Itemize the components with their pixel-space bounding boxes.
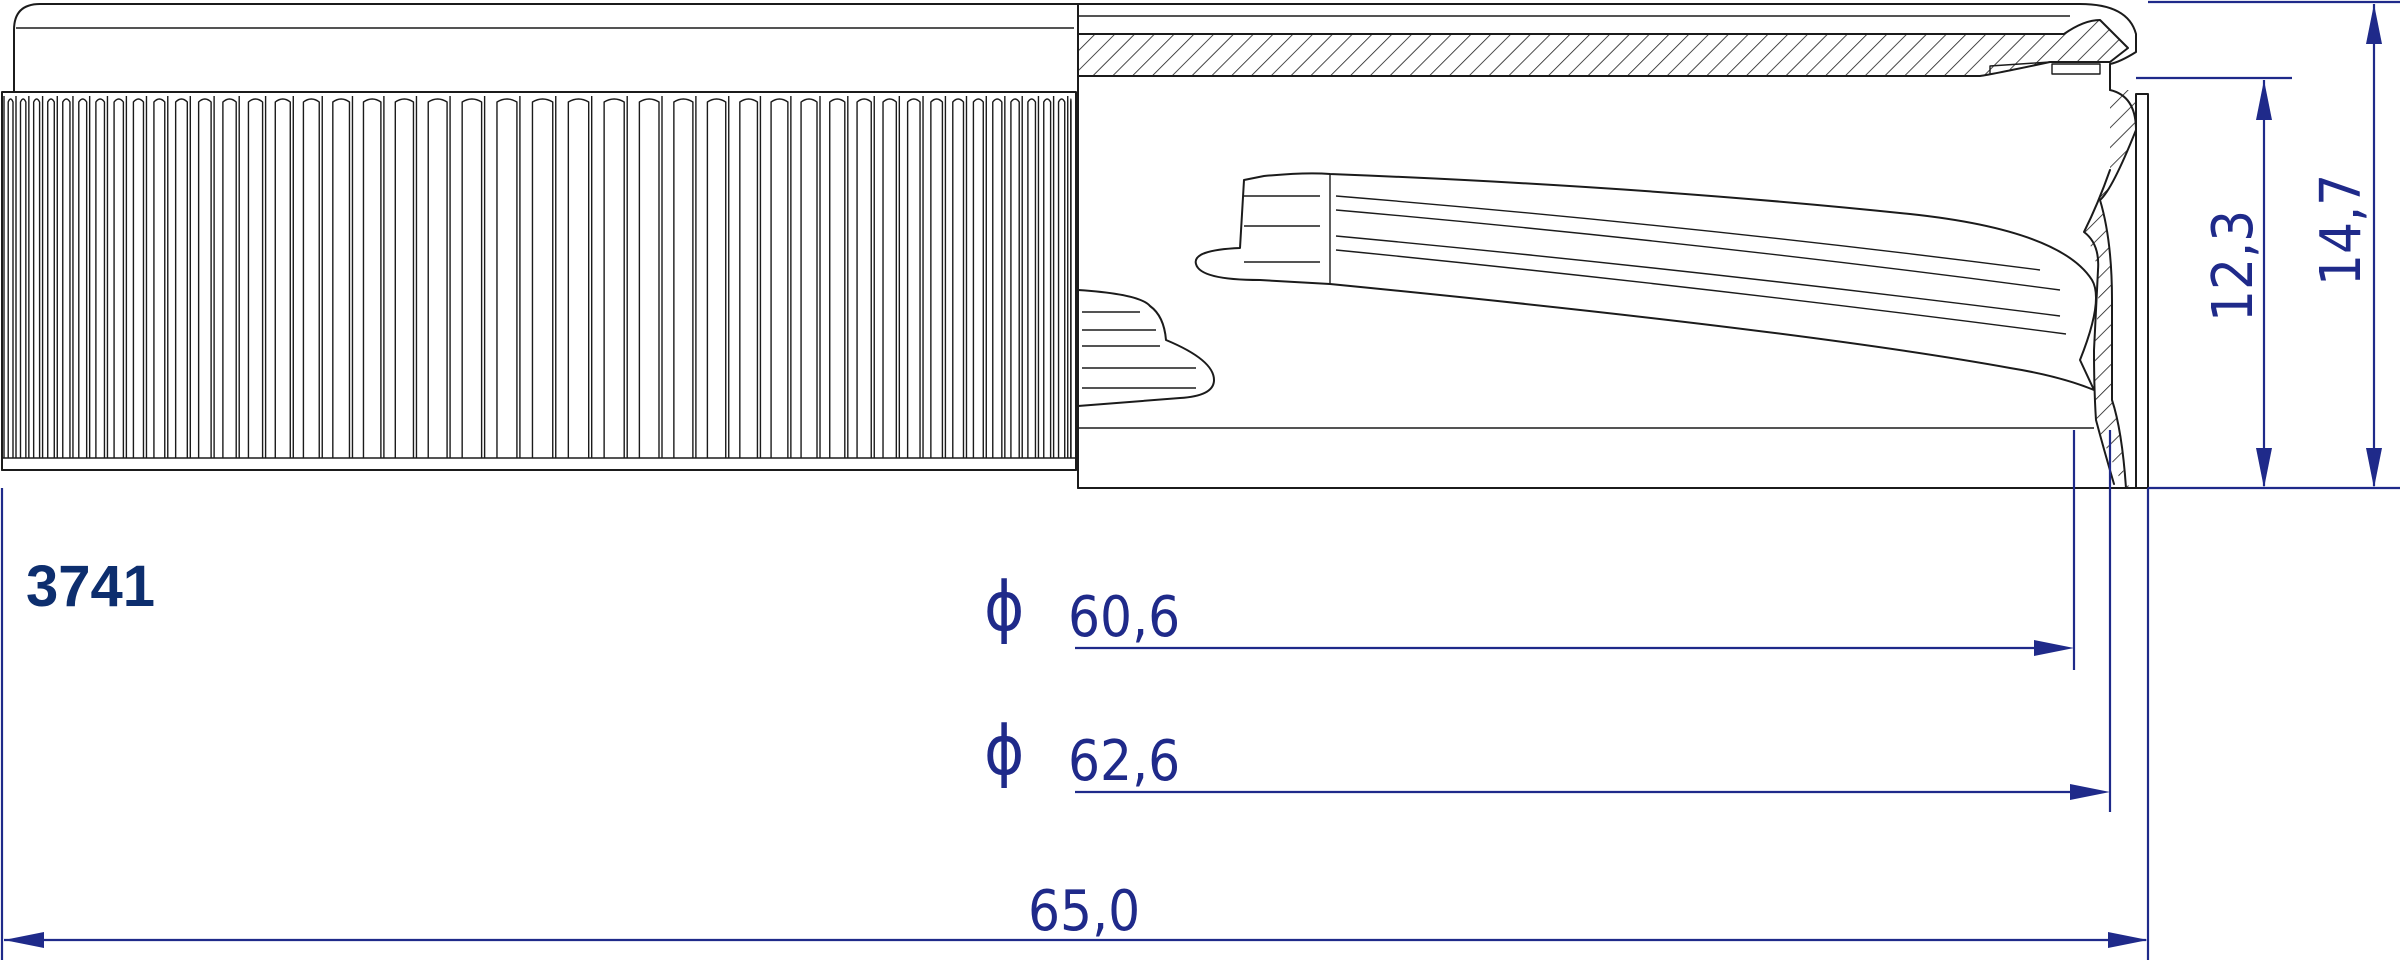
rib-groove: [332, 98, 351, 458]
outer-diameter-label: 65,0: [1028, 879, 1140, 944]
rib-groove: [19, 98, 27, 458]
rib-groove: [362, 98, 382, 458]
cap-exterior-view: [1, 3, 1079, 471]
rib-groove: [132, 98, 145, 458]
rib-groove: [706, 98, 727, 458]
rib-groove: [673, 98, 694, 458]
rib-groove: [800, 98, 818, 458]
rib-groove: [7, 98, 14, 458]
rib-groove: [222, 98, 237, 458]
rib-groove: [302, 98, 320, 458]
rib-groove: [638, 98, 660, 458]
rib-groove: [153, 98, 166, 458]
rib-groove: [829, 98, 846, 458]
inner-diameter-symbol: ϕ: [984, 568, 1024, 647]
knurled-ribs: [3, 96, 1072, 458]
rib-groove: [427, 98, 448, 458]
rib-groove: [972, 98, 984, 458]
rib-groove: [113, 98, 125, 458]
rib-groove: [247, 98, 264, 458]
thread-diameter-label: 62,6: [1068, 729, 1180, 794]
rib-groove: [770, 98, 789, 458]
rib-groove: [174, 98, 189, 458]
total-height-label: 14,7: [2309, 174, 2374, 286]
rib-groove: [992, 98, 1003, 458]
rib-groove: [882, 98, 898, 458]
rib-groove: [47, 98, 55, 458]
rib-groove: [531, 98, 554, 458]
inner-height-label: 12,3: [2201, 210, 2266, 322]
rib-groove: [1057, 98, 1066, 458]
rib-groove: [197, 98, 212, 458]
rib-groove: [930, 98, 944, 458]
inner-diameter-label: 60,6: [1068, 585, 1180, 650]
rib-groove: [603, 98, 625, 458]
rib-groove: [1043, 98, 1052, 458]
rib-groove: [856, 98, 872, 458]
rib-groove: [739, 98, 759, 458]
rib-groove: [95, 98, 106, 458]
rib-groove: [394, 98, 415, 458]
rib-groove: [567, 98, 590, 458]
rib-groove: [496, 98, 518, 458]
rib-groove: [62, 98, 71, 458]
rib-groove: [906, 98, 921, 458]
rib-groove: [274, 98, 291, 458]
thread-diameter-symbol: ϕ: [984, 712, 1024, 791]
rib-groove: [78, 98, 88, 458]
part-number: 3741: [26, 554, 155, 619]
cap-cross-section: [1077, 3, 2151, 489]
rib-groove: [1027, 98, 1037, 458]
rib-groove: [32, 98, 41, 458]
rib-groove: [461, 98, 483, 458]
rib-groove: [1010, 98, 1020, 458]
rib-groove: [952, 98, 965, 458]
